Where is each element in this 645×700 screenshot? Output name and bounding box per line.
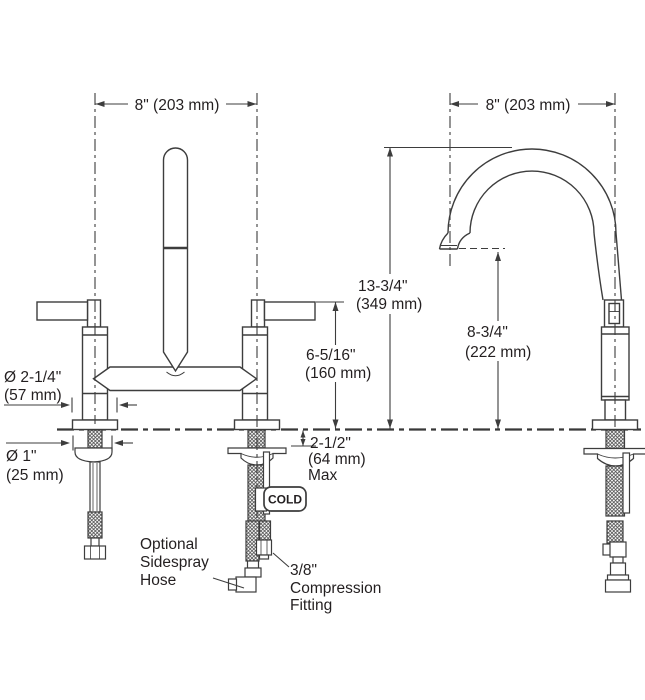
side-braided-hose <box>606 520 624 544</box>
outlet-height-label-2: (222 mm) <box>465 344 531 361</box>
sidespray-label-1: Optional <box>140 536 198 553</box>
dim-escutcheon-diameter: Ø 2-1/4" (57 mm) <box>4 369 137 413</box>
sidespray-elbow-fitting <box>227 560 262 593</box>
escutcheon-dia-label-2: (57 mm) <box>4 387 62 404</box>
dim-front-width: 8" (203 mm) <box>95 94 257 114</box>
side-view-faucet <box>438 148 639 431</box>
deck-thickness-label-1: 2-1/2" <box>310 435 351 452</box>
side-handle-joint <box>603 299 625 328</box>
left-washer <box>74 447 113 463</box>
fitting-label-3: Fitting <box>290 597 332 614</box>
deck-thickness-label-2: (64 mm) <box>308 451 366 468</box>
left-supply-assembly <box>74 429 113 560</box>
compression-fitting-callout: 3/8" Compression Fitting <box>272 552 381 614</box>
dim-side-width: 8" (203 mm) <box>450 94 615 114</box>
right-lever-handle <box>250 299 316 328</box>
shank-dia-label-2: (25 mm) <box>6 467 64 484</box>
side-hose-fittings <box>602 541 632 593</box>
shank-dia-label-1: Ø 1" <box>6 448 37 465</box>
handle-height-label-2: (160 mm) <box>305 365 371 382</box>
compression-fitting <box>255 539 273 560</box>
front-view-faucet <box>36 147 316 431</box>
side-mounting-nut <box>583 447 645 467</box>
sidespray-label-2: Sidespray <box>140 554 209 571</box>
side-width-label: 8" (203 mm) <box>486 97 571 114</box>
front-width-label: 8" (203 mm) <box>135 97 220 114</box>
cold-tag-outline <box>263 486 307 512</box>
fitting-label-1: 3/8" <box>290 562 317 579</box>
outlet-height-label-1: 8-3/4" <box>467 324 508 341</box>
dim-shank-diameter: Ø 1" (25 mm) <box>6 435 133 484</box>
left-braided-section <box>87 511 103 539</box>
fitting-label-2: Compression <box>290 580 381 597</box>
gooseneck-spout <box>438 148 623 301</box>
side-view-below-deck <box>583 429 645 593</box>
cold-tag-label: COLD <box>268 493 302 507</box>
escutcheon-dia-label-1: Ø 2-1/4" <box>4 369 61 386</box>
fitting-leader-line <box>272 552 290 568</box>
mounting-clip-strip <box>262 451 271 515</box>
side-threaded-shank-upper <box>605 429 626 450</box>
dim-deck-thickness: 2-1/2" (64 mm) Max <box>291 430 366 484</box>
spout-height-label-1: 13-3/4" <box>358 278 407 295</box>
dim-outlet-height: 8-3/4" (222 mm) <box>459 248 541 429</box>
left-lever-handle <box>36 299 102 328</box>
spout-column <box>162 147 189 377</box>
side-mounting-clip-strip <box>622 452 631 514</box>
centerlines <box>94 93 616 518</box>
dimensions: 8" (203 mm) 8" (203 mm) 13-3/4" (349 mm) <box>4 94 615 484</box>
cold-supply-hose <box>258 520 272 541</box>
spout-height-label-2: (349 mm) <box>356 296 422 313</box>
left-hose-nut <box>83 545 107 560</box>
callout-labels: Optional Sidespray Hose 3/8" Compression… <box>140 536 381 614</box>
deck-thickness-label-3: Max <box>308 467 338 484</box>
sidespray-label-3: Hose <box>140 572 176 589</box>
side-threaded-shank-lower <box>605 465 626 517</box>
handle-height-label-1: 6-5/16" <box>306 347 355 364</box>
sidespray-hose-callout: Optional Sidespray Hose <box>140 536 245 589</box>
dim-spout-height: 13-3/4" (349 mm) <box>352 147 512 429</box>
dim-handle-height: 6-5/16" (160 mm) <box>301 301 379 429</box>
left-supply-tube <box>89 461 101 513</box>
left-threaded-shank <box>87 429 103 449</box>
cold-tag: COLD <box>254 486 307 512</box>
sidespray-leader-line <box>212 577 245 589</box>
